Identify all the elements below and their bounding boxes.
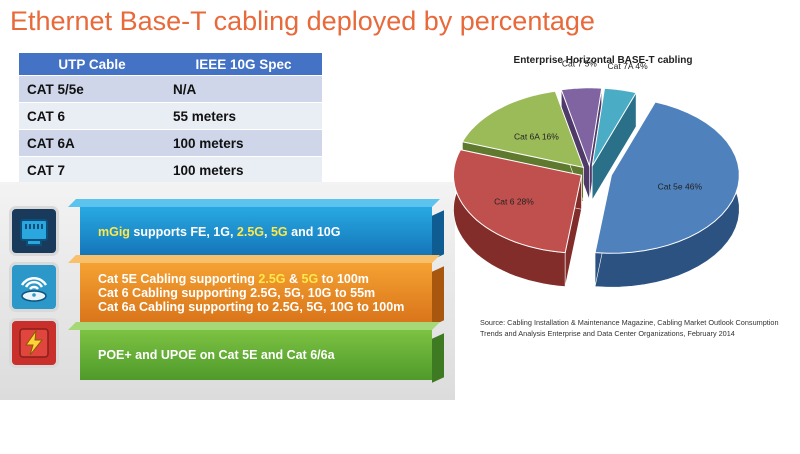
power-lightning-icon: [9, 318, 59, 368]
pie-slice-cat-7a: [591, 87, 637, 167]
pie-slice-cat-7: [560, 87, 603, 168]
pie-data-label: Cat 7A 4%: [608, 61, 649, 71]
table-cell: CAT 7: [19, 156, 165, 183]
feature-text-part: Cat 5E Cabling supporting: [98, 272, 259, 286]
table-row: CAT 6A 100 meters: [19, 129, 322, 157]
table-header-cell: IEEE 10G Spec: [165, 53, 322, 76]
table-cell: CAT 5/5e: [19, 75, 165, 103]
table-header-row: UTP Cable IEEE 10G Spec: [19, 53, 322, 76]
table-cell: N/A: [165, 75, 322, 103]
pie-slice-cat-6a: [461, 90, 585, 169]
table-cell: 100 meters: [165, 129, 322, 157]
pie-chart: Cat 5e 46% Cat 6 28% Cat 6A 16% Cat 7 5% Cat…: [452, 59, 740, 288]
chart-title: Enterprise Horizontal BASE-T cabling: [513, 55, 693, 66]
pie-data-label: Cat 6A 16%: [514, 131, 559, 141]
mgig-feature-text: mGig supports FE, 1G, 2.5G, 5G and 10G: [98, 225, 432, 239]
cat6-feature-text: Cat 6 Cabling supporting 2.5G, 5G, 10G t…: [98, 286, 376, 300]
poe-feature-text: POE+ and UPOE on Cat 5E and Cat 6/6a: [98, 348, 335, 362]
pie-data-label: Cat 7 5%: [562, 59, 597, 69]
chart-source-note: Source: Cabling Installation & Maintenan…: [480, 318, 779, 338]
table-header-cell: UTP Cable: [19, 53, 165, 76]
cabling-feature-bar: Cat 5E Cabling supporting 2.5G & 5G to 1…: [68, 255, 440, 323]
mgig-label: mGig: [98, 225, 130, 239]
wireless-access-point-icon: [9, 262, 59, 312]
table-cell: 55 meters: [165, 102, 322, 130]
table-cell: CAT 6A: [19, 129, 165, 157]
feature-text-part: to 100m: [318, 272, 369, 286]
cable-spec-table: UTP Cable IEEE 10G Spec CAT 5/5e N/A CAT…: [19, 53, 322, 183]
speed-highlight: 2.5G: [258, 272, 286, 286]
speed-highlight: 2.5G: [236, 225, 265, 239]
pie-data-label: Cat 5e 46%: [658, 181, 703, 191]
pie-data-label: Cat 6 28%: [494, 197, 534, 207]
slide-title: Ethernet Base-T cabling deployed by perc…: [10, 6, 595, 36]
speed-highlight: 5G: [301, 272, 319, 286]
feature-text-part: ,: [264, 225, 271, 239]
table-cell: CAT 6: [19, 102, 165, 130]
pie-slice-cat-5e: [594, 101, 740, 254]
cat5e-feature-text: Cat 5E Cabling supporting 2.5G & 5G to 1…: [98, 272, 432, 286]
table-cell: 100 meters: [165, 156, 322, 183]
feature-text-part: and 10G: [287, 225, 341, 239]
ethernet-port-icon: [9, 206, 59, 256]
speed-highlight: 5G: [270, 225, 288, 239]
table-row: CAT 6 55 meters: [19, 102, 322, 130]
table-row: CAT 5/5e N/A: [19, 75, 322, 103]
mgig-feature-bar: mGig supports FE, 1G, 2.5G, 5G and 10G: [68, 199, 440, 257]
feature-text-part: &: [285, 272, 302, 286]
feature-text-part: supports FE, 1G,: [129, 225, 237, 239]
poe-feature-bar: POE+ and UPOE on Cat 5E and Cat 6/6a: [68, 322, 440, 380]
pie-slice-cat-6: [452, 149, 583, 254]
table-row: CAT 7 100 meters: [19, 156, 322, 183]
cat6a-feature-text: Cat 6a Cabling supporting to 2.5G, 5G, 1…: [98, 300, 405, 314]
